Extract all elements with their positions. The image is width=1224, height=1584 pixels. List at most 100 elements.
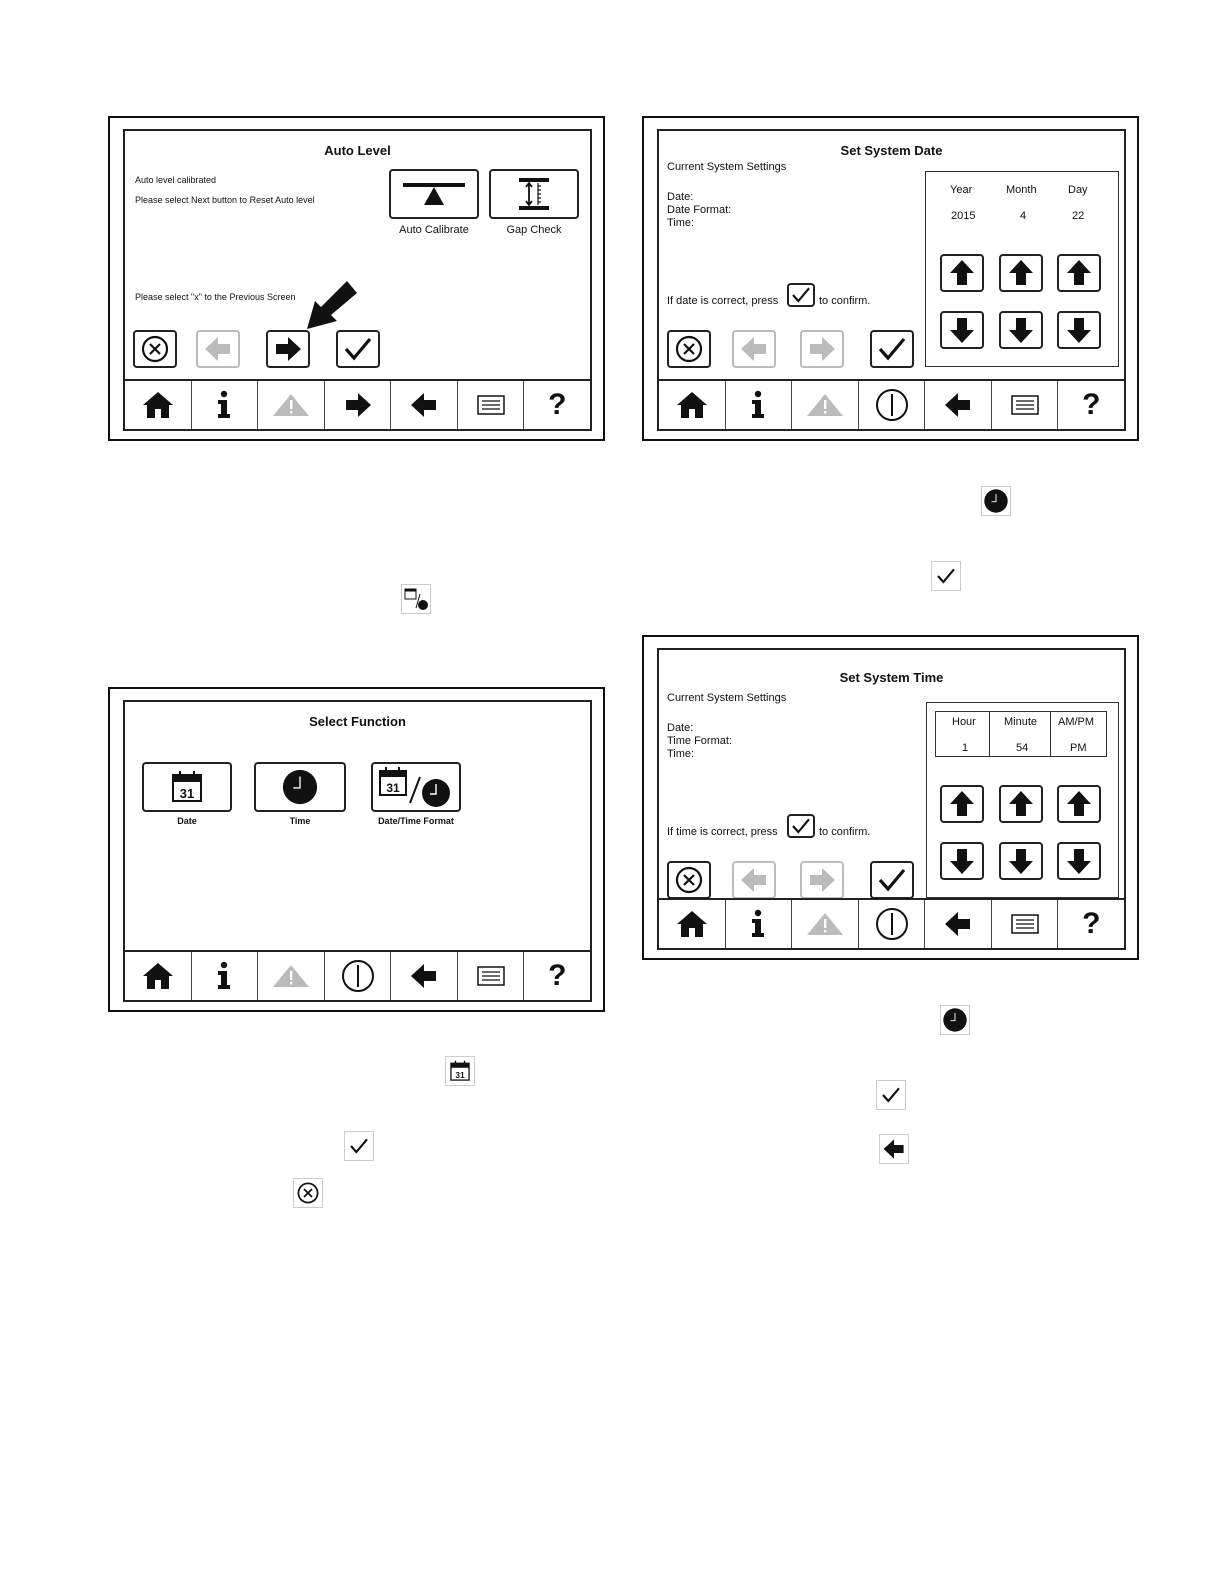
cancel-button[interactable]: [133, 330, 177, 368]
nav-bar: ?: [659, 379, 1124, 429]
previous-button[interactable]: [732, 330, 776, 368]
gap-check-button[interactable]: [489, 169, 579, 219]
next-button[interactable]: [800, 861, 844, 899]
confirm-button[interactable]: [336, 330, 380, 368]
time-icon-reference: [940, 1005, 970, 1035]
datetime-format-label: Date/Time Format: [378, 816, 454, 826]
time-function-button[interactable]: [254, 762, 346, 812]
next-button[interactable]: [266, 330, 310, 368]
date-icon-reference: 31: [445, 1056, 475, 1086]
month-up-button[interactable]: [999, 254, 1043, 292]
left-arrow-icon: [943, 390, 973, 420]
nav-menu[interactable]: [992, 381, 1059, 429]
down-arrow-icon: [1006, 846, 1036, 876]
up-arrow-icon: [1006, 789, 1036, 819]
day-up-button[interactable]: [1057, 254, 1101, 292]
ampm-value: PM: [1070, 742, 1087, 754]
nav-info[interactable]: [726, 381, 793, 429]
confirm-button[interactable]: [870, 861, 914, 899]
nav-help[interactable]: ?: [1058, 381, 1124, 429]
confirm-instruction-suffix: to confirm.: [819, 826, 871, 838]
power-icon: [341, 959, 375, 993]
date-label: Date:: [667, 191, 694, 203]
nav-power[interactable]: [325, 952, 392, 1000]
cancel-button[interactable]: [667, 861, 711, 899]
right-arrow-icon: [807, 865, 837, 895]
set-date-title: Set System Date: [840, 143, 943, 158]
nav-home[interactable]: [659, 900, 726, 948]
ampm-down-button[interactable]: [1057, 842, 1101, 880]
nav-home[interactable]: [125, 952, 192, 1000]
next-button[interactable]: [800, 330, 844, 368]
auto-level-previous-text: Please select "x" to the Previous Screen: [135, 292, 296, 302]
nav-back[interactable]: [925, 381, 992, 429]
help-icon: ?: [548, 388, 567, 421]
auto-calibrate-button[interactable]: [389, 169, 479, 219]
cancel-circle-x-icon: [296, 1181, 320, 1205]
nav-help[interactable]: ?: [524, 952, 590, 1000]
right-arrow-icon: [343, 390, 373, 420]
nav-back[interactable]: [391, 952, 458, 1000]
up-arrow-icon: [1006, 258, 1036, 288]
previous-button[interactable]: [196, 330, 240, 368]
minute-down-button[interactable]: [999, 842, 1043, 880]
inline-check-icon-box: [787, 283, 815, 307]
auto-level-instruction-text: Please select Next button to Reset Auto …: [135, 195, 315, 205]
nav-forward[interactable]: [325, 381, 392, 429]
cancel-button[interactable]: [667, 330, 711, 368]
hour-down-button[interactable]: [940, 842, 984, 880]
nav-info[interactable]: [192, 952, 259, 1000]
nav-home[interactable]: [659, 381, 726, 429]
warning-icon: [271, 963, 311, 989]
day-value: 22: [1072, 210, 1085, 222]
left-arrow-icon: [409, 390, 439, 420]
nav-warning[interactable]: [258, 381, 325, 429]
nav-info[interactable]: [726, 900, 793, 948]
nav-home[interactable]: [125, 381, 192, 429]
nav-help[interactable]: ?: [524, 381, 590, 429]
year-down-button[interactable]: [940, 311, 984, 349]
previous-button[interactable]: [732, 861, 776, 899]
day-down-button[interactable]: [1057, 311, 1101, 349]
set-date-panel: Set System Date Current System Settings …: [642, 116, 1139, 441]
warning-icon: [805, 392, 845, 418]
nav-bar: ?: [659, 898, 1124, 948]
time-adjust-box: Hour Minute AM/PM 1 54 PM: [926, 702, 1119, 898]
clock-icon: [942, 1007, 968, 1033]
hour-up-button[interactable]: [940, 785, 984, 823]
nav-menu[interactable]: [992, 900, 1059, 948]
ampm-up-button[interactable]: [1057, 785, 1101, 823]
confirm-instruction-prefix: If time is correct, press: [667, 826, 778, 838]
year-up-button[interactable]: [940, 254, 984, 292]
minute-up-button[interactable]: [999, 785, 1043, 823]
nav-power[interactable]: [859, 381, 926, 429]
nav-menu[interactable]: [458, 381, 525, 429]
datetime-format-button[interactable]: 31: [371, 762, 461, 812]
nav-menu[interactable]: [458, 952, 525, 1000]
nav-warning[interactable]: [258, 952, 325, 1000]
current-settings-heading: Current System Settings: [667, 161, 787, 173]
select-function-panel: Select Function 31 Date Time 31 Date/Tim…: [108, 687, 605, 1012]
time-format-label: Time Format:: [667, 735, 732, 747]
left-arrow-icon: [739, 334, 769, 364]
time-icon-reference: [981, 486, 1011, 516]
checkmark-icon: [348, 1136, 370, 1156]
nav-info[interactable]: [192, 381, 259, 429]
power-icon: [875, 388, 909, 422]
auto-calibrate-label: Auto Calibrate: [399, 224, 469, 236]
confirm-button[interactable]: [870, 330, 914, 368]
month-down-button[interactable]: [999, 311, 1043, 349]
nav-back[interactable]: [391, 381, 458, 429]
set-time-title: Set System Time: [839, 670, 944, 685]
nav-power[interactable]: [859, 900, 926, 948]
cancel-circle-x-icon: [674, 334, 704, 364]
confirm-icon-reference: [876, 1080, 906, 1110]
home-icon: [675, 909, 709, 939]
nav-help[interactable]: ?: [1058, 900, 1124, 948]
nav-bar: ?: [125, 950, 590, 1000]
date-function-button[interactable]: 31: [142, 762, 232, 812]
nav-warning[interactable]: [792, 381, 859, 429]
left-arrow-icon: [409, 961, 439, 991]
nav-back[interactable]: [925, 900, 992, 948]
nav-warning[interactable]: [792, 900, 859, 948]
